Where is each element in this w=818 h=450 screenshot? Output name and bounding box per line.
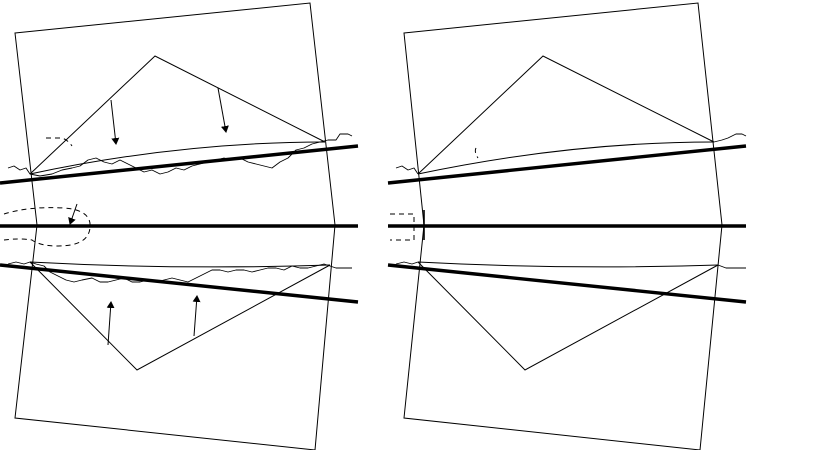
right-lower-rough-left-end: [395, 261, 419, 265]
right-lower-triangle: [417, 261, 719, 371]
left-lower-rough-crack: [7, 261, 352, 283]
left-panel: [0, 2, 359, 450]
right-lower-thick-line: [387, 263, 747, 304]
left-upper-thick-line: [0, 144, 359, 185]
right-upper-rough-left-end: [395, 165, 419, 175]
right-lower-chord: [417, 261, 719, 268]
left-arrow-center: [68, 203, 78, 225]
right-dashed-stub: [390, 213, 415, 241]
left-upper-rough-crack: [7, 133, 353, 177]
left-upper-chord: [29, 141, 326, 175]
left-lower-triangle: [29, 261, 331, 371]
left-arrow-lower-2: [192, 295, 201, 337]
left-arrow-upper-1: [110, 99, 120, 145]
left-dashed-mark-top: [46, 137, 73, 147]
right-upper-thick-line: [387, 144, 747, 185]
left-arrow-lower-1: [106, 301, 115, 346]
left-arrow-upper-2: [217, 87, 229, 133]
left-upper-triangle: [29, 55, 326, 175]
right-panel: [387, 2, 747, 450]
right-upper-chord: [417, 141, 715, 175]
left-lower-chord: [29, 261, 331, 268]
left-lower-thick-line: [0, 263, 359, 304]
left-dashed-outline: [3, 207, 91, 247]
right-lower-rough-right-end: [717, 264, 746, 269]
right-upper-triangle: [417, 55, 715, 175]
right-upper-rough-right-end: [713, 133, 747, 143]
right-dashed-mark: [474, 147, 479, 159]
